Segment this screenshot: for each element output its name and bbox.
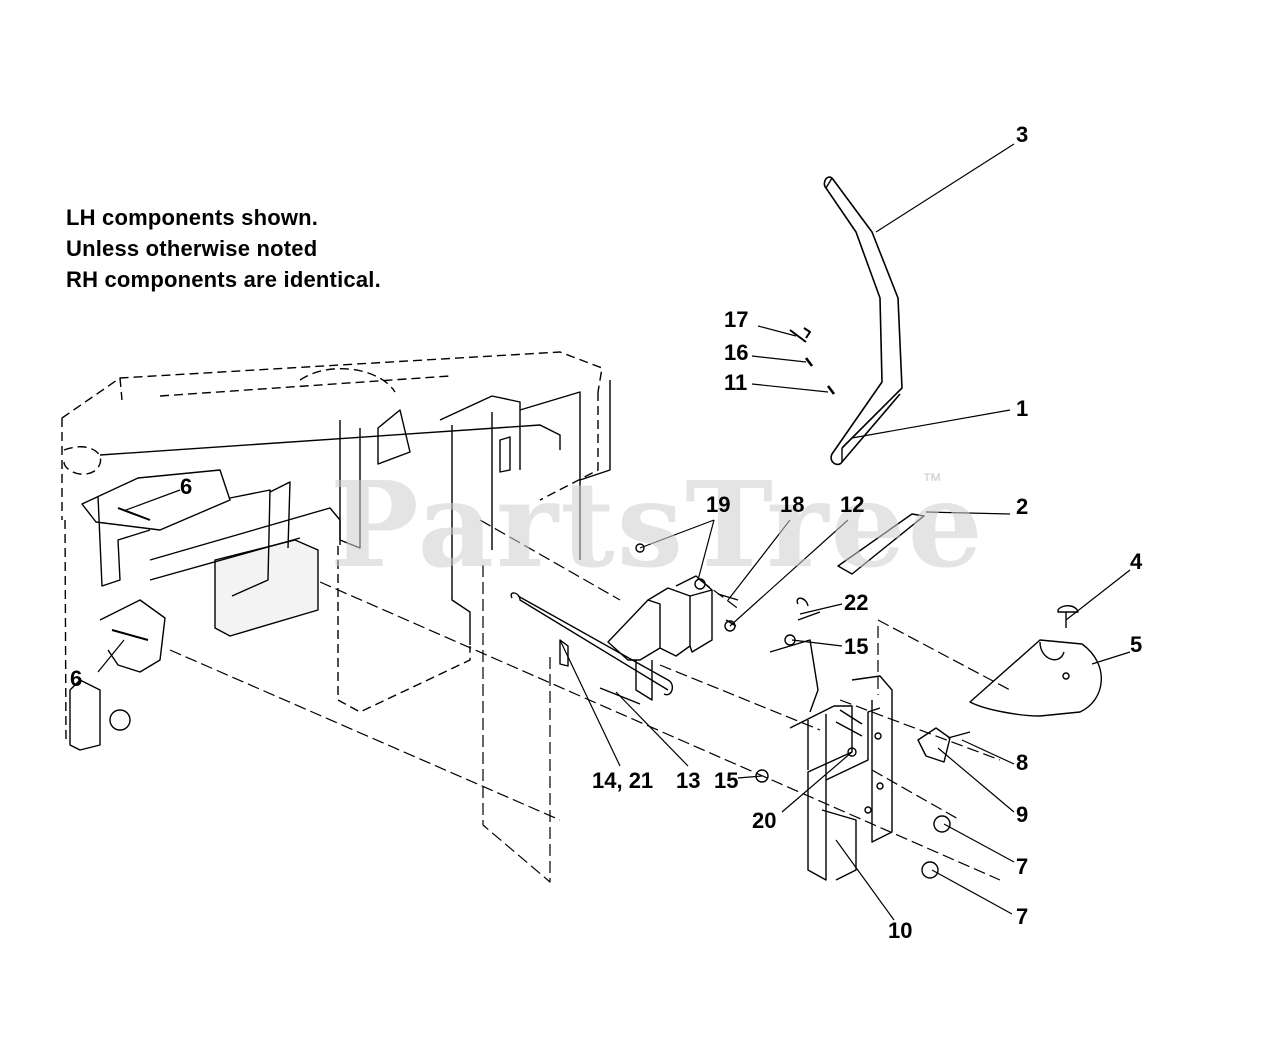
callout-20: 20 — [752, 808, 777, 833]
callout-5: 5 — [1130, 632, 1143, 657]
frame-solid-lines — [69, 380, 611, 751]
callout-15-lower: 15 — [714, 768, 739, 793]
note-line-1: LH components shown. — [66, 205, 319, 230]
note-line-2: Unless otherwise noted — [66, 236, 318, 261]
callout-13: 13 — [676, 768, 701, 793]
callout-2: 2 — [1016, 494, 1029, 519]
trademark-symbol: ™ — [922, 470, 942, 492]
mount-bracket — [789, 705, 881, 881]
callout-4: 4 — [1130, 549, 1143, 574]
shield-plate — [969, 639, 1102, 717]
callout-3: 3 — [1016, 122, 1029, 147]
callout-9: 9 — [1016, 802, 1029, 827]
callout-16: 16 — [724, 340, 749, 365]
leader-lines — [97, 143, 1131, 921]
callout-18: 18 — [780, 492, 805, 517]
callout-6-bottom: 6 — [70, 666, 83, 691]
callout-17: 17 — [724, 307, 749, 332]
callout-19: 19 — [706, 492, 731, 517]
note-line-3: RH components are identical. — [66, 267, 381, 292]
callout-15-upper: 15 — [844, 634, 869, 659]
callout-7-lower: 7 — [1016, 904, 1029, 929]
control-lever — [823, 176, 903, 466]
pivot-shaft — [510, 592, 674, 696]
callout-22: 22 — [844, 590, 869, 615]
callout-14-21: 14, 21 — [592, 768, 654, 793]
callout-12: 12 — [840, 492, 865, 517]
callout-8: 8 — [1016, 750, 1029, 775]
callout-11: 11 — [724, 370, 748, 395]
callout-1: 1 — [1016, 396, 1029, 421]
callout-6-top: 6 — [180, 474, 193, 499]
callout-10: 10 — [888, 918, 913, 943]
assembly-guide-lines — [169, 519, 1011, 883]
callout-7-upper: 7 — [1016, 854, 1029, 879]
frame-assembly — [61, 351, 603, 743]
grip-part — [837, 513, 925, 575]
partstree-watermark: PartsTree — [330, 455, 985, 594]
